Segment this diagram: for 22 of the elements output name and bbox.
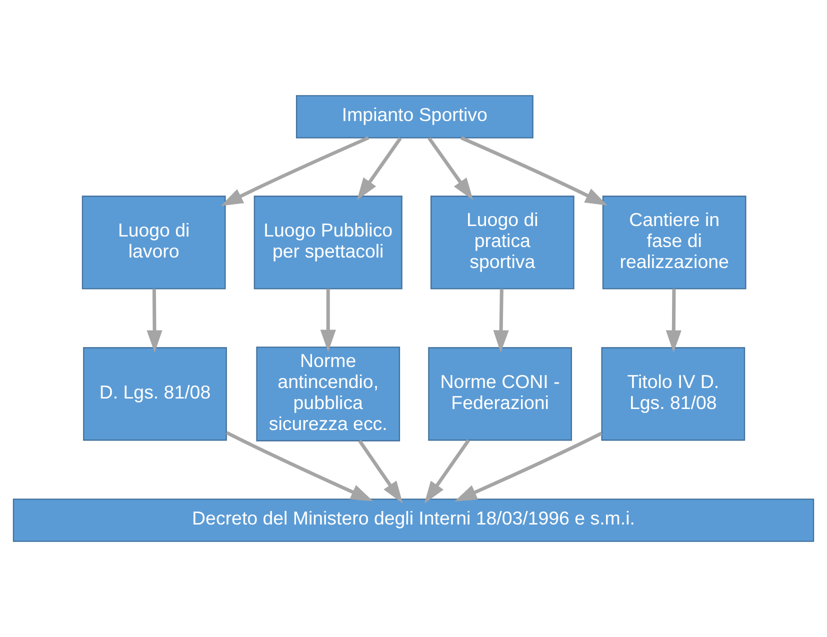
node-box: Luogo Pubblico per spettacoli bbox=[254, 196, 402, 290]
node-box: Titolo IV D. Lgs. 81/08 bbox=[601, 347, 746, 441]
arrow bbox=[424, 439, 470, 504]
arrow bbox=[220, 136, 370, 206]
arrow bbox=[454, 432, 602, 502]
arrow bbox=[666, 288, 682, 353]
arrow bbox=[428, 137, 474, 200]
node-box: Cantiere in fase di realizzazione bbox=[602, 196, 746, 290]
arrow bbox=[460, 136, 608, 206]
node-box: Luogo di pratica sportiva bbox=[430, 196, 574, 290]
arrow bbox=[226, 431, 374, 502]
node-box: Decreto del Ministero degli Interni 18/03/1996 e s.m.i. bbox=[12, 498, 814, 542]
node-box: Impianto Sportivo bbox=[296, 95, 534, 138]
arrow bbox=[357, 137, 402, 200]
node-box: D. Lgs. 81/08 bbox=[83, 347, 227, 441]
node-box: Luogo di lavoro bbox=[82, 196, 226, 290]
arrow bbox=[320, 288, 336, 352]
arrow bbox=[493, 288, 509, 353]
arrow bbox=[358, 440, 403, 504]
node-box: Norme CONI - Federazioni bbox=[428, 347, 572, 441]
arrow bbox=[146, 288, 162, 353]
node-box: Norme antincendio, pubblica sicurezza ecc. bbox=[256, 346, 400, 442]
